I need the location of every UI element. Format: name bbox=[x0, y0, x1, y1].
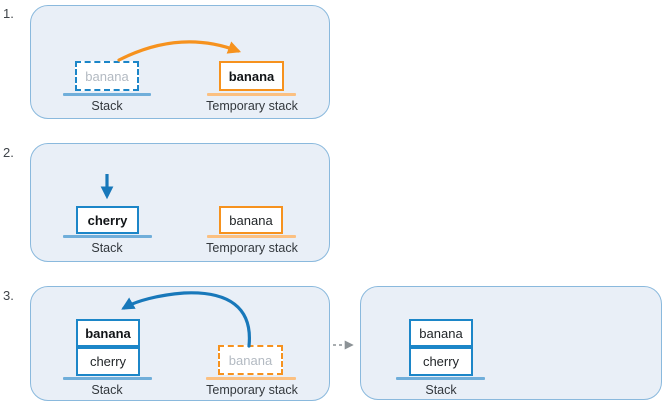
result-stack-item-box-top: banana bbox=[409, 319, 473, 347]
step-2-number: 2. bbox=[3, 145, 14, 160]
step2-stack-item-box: cherry bbox=[76, 206, 139, 234]
step3-stack-label: Stack bbox=[91, 383, 123, 397]
step1-stack-base bbox=[63, 93, 151, 96]
step1-temp-base bbox=[207, 93, 296, 96]
step2-temp-label: Temporary stack bbox=[206, 241, 298, 255]
result-stack-item-box-bottom: cherry bbox=[409, 347, 473, 376]
step3-temp-label: Temporary stack bbox=[206, 383, 298, 397]
result-stack-label: Stack bbox=[425, 383, 457, 397]
step1-stack-label: Stack bbox=[91, 99, 123, 113]
step2-stack-base bbox=[63, 235, 152, 238]
step1-stack-ghost-item-box: banana bbox=[75, 61, 139, 91]
step1-temp-label: Temporary stack bbox=[206, 99, 298, 113]
step-1-number: 1. bbox=[3, 6, 14, 21]
step3-stack-item-box-top: banana bbox=[76, 319, 140, 347]
step3-temp-base bbox=[206, 377, 296, 380]
step3-stack-item-box-bottom: cherry bbox=[76, 347, 140, 376]
step3-stack-base bbox=[63, 377, 152, 380]
result-stack-base bbox=[396, 377, 485, 380]
step2-stack-label: Stack bbox=[91, 241, 123, 255]
step2-temp-item-box: banana bbox=[219, 206, 283, 234]
step-3-number: 3. bbox=[3, 288, 14, 303]
step1-temp-item-box: banana bbox=[219, 61, 284, 91]
step-2-panel bbox=[30, 143, 330, 262]
step3-temp-ghost-item-box: banana bbox=[218, 345, 283, 375]
step2-temp-base bbox=[207, 235, 296, 238]
